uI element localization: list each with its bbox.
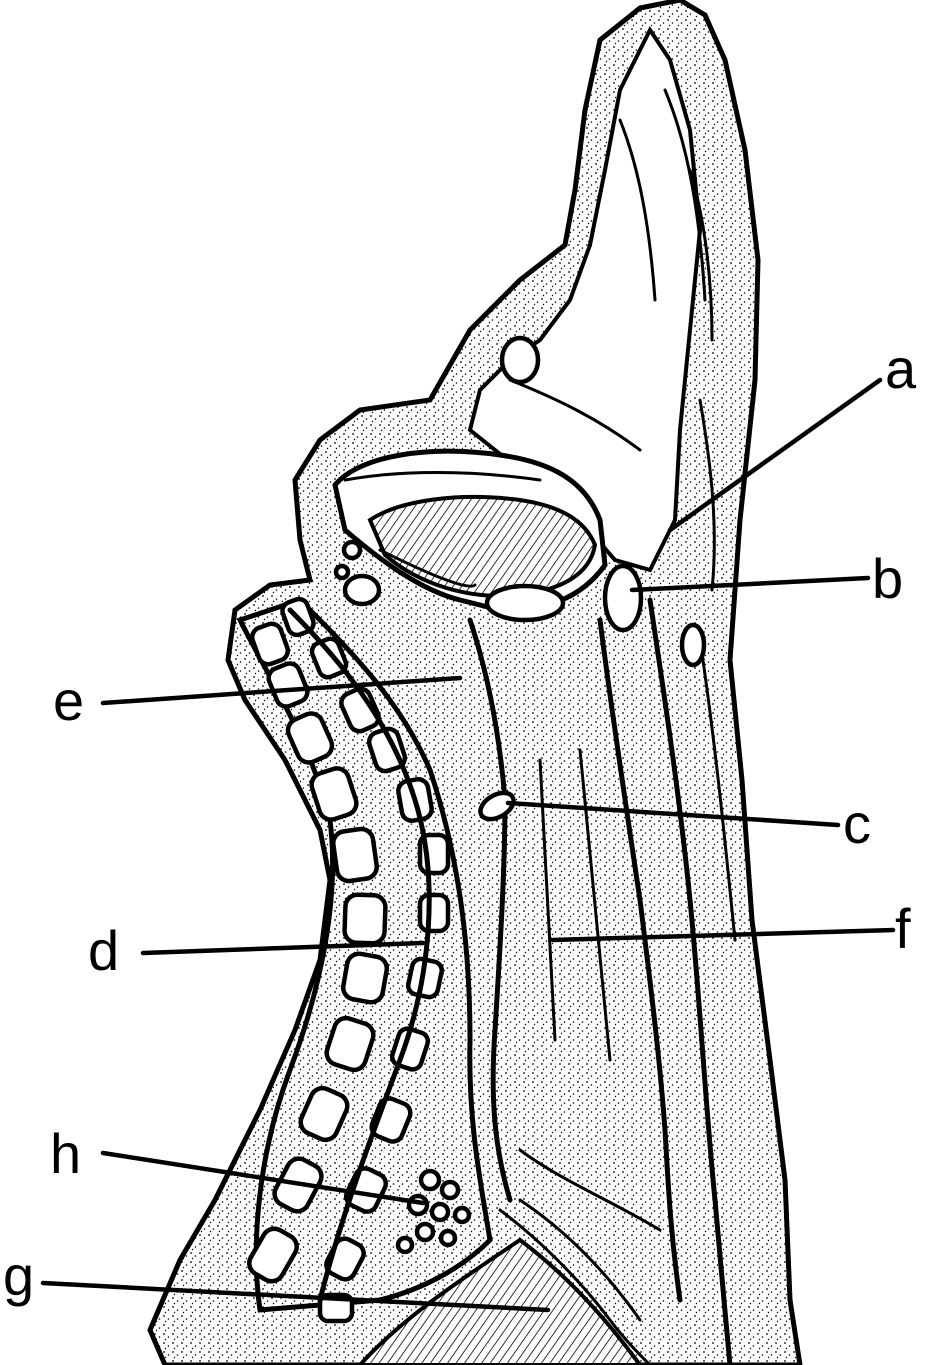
label-b: b xyxy=(872,547,903,610)
label-e: e xyxy=(53,669,84,732)
label-c: c xyxy=(843,792,871,855)
nasal-cavity-opening xyxy=(502,338,538,382)
label-g: g xyxy=(3,1244,34,1307)
small-opening-2 xyxy=(345,576,379,604)
small-opening-3 xyxy=(336,566,348,578)
label-a: a xyxy=(885,337,917,400)
small-opening-1 xyxy=(344,542,360,558)
label-f: f xyxy=(895,897,911,960)
structure-vessel-right xyxy=(682,625,704,665)
structure-b-vessel xyxy=(605,566,641,630)
label-d: d xyxy=(88,919,119,982)
tongue-cavity xyxy=(487,586,563,620)
label-h: h xyxy=(50,1122,81,1185)
